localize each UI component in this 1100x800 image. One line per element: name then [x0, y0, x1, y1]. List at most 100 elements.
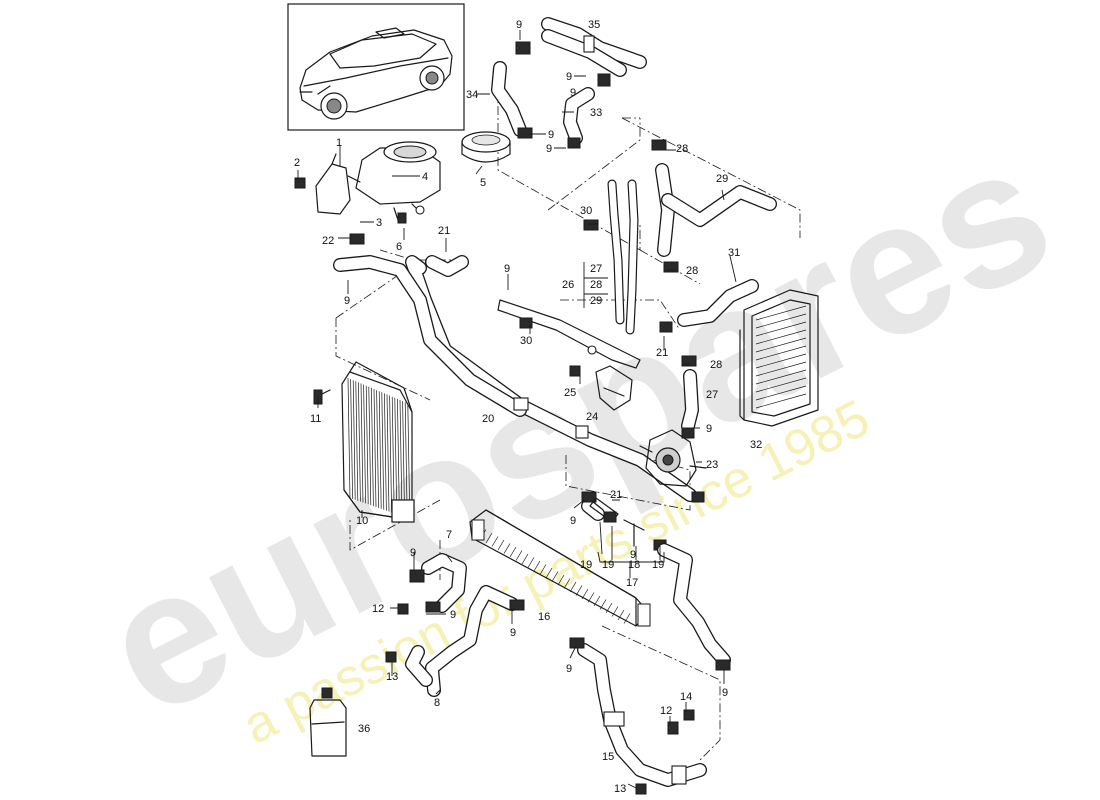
- fin-line: [358, 382, 361, 502]
- fin-line: [521, 553, 529, 565]
- callout-12b: 12: [660, 705, 672, 717]
- callout-9l: 9: [566, 663, 572, 675]
- fin-line: [376, 390, 379, 508]
- callout-25: 25: [564, 387, 576, 399]
- fin-line: [371, 387, 374, 507]
- fin-line: [378, 391, 382, 509]
- callout-9d: 9: [546, 143, 552, 155]
- callout-36: 36: [358, 723, 370, 735]
- fin-line: [352, 380, 356, 500]
- fin-line: [755, 385, 807, 401]
- callout-labels: 1 2 3 4 5 6 7 8 9 9 9 9 9 9 9 9 9 9 9 9 …: [294, 19, 762, 795]
- fin-line: [569, 581, 577, 593]
- callout-19a: 19: [602, 559, 614, 571]
- callout-9g: 9: [706, 423, 712, 435]
- fin-line: [503, 543, 511, 554]
- callout-31: 31: [728, 247, 740, 259]
- callout-19c: 19: [580, 559, 592, 571]
- fin-line: [755, 345, 807, 361]
- coolant-pipes: [333, 255, 697, 502]
- fin-line: [402, 401, 405, 517]
- callout-8: 8: [434, 697, 440, 709]
- fin-line: [384, 393, 387, 511]
- fin-line: [581, 588, 589, 600]
- callout-32: 32: [750, 439, 762, 451]
- callout-group-bracket: [583, 262, 665, 578]
- fin-line: [355, 381, 359, 501]
- fin-line: [575, 585, 583, 596]
- callout-27a: 27: [590, 263, 602, 275]
- callout-28b: 28: [676, 143, 688, 155]
- fin-line: [755, 369, 807, 385]
- callout-27b: 27: [706, 389, 718, 401]
- fin-line: [611, 606, 619, 617]
- callout-1: 1: [336, 137, 342, 149]
- fin-line: [360, 383, 364, 503]
- callout-7: 7: [446, 529, 452, 541]
- fin-line: [381, 392, 385, 510]
- callout-13a: 13: [386, 671, 398, 683]
- callout-21c: 21: [610, 489, 622, 501]
- aux-radiator: [739, 289, 819, 427]
- callout-30b: 30: [520, 335, 532, 347]
- callout-23: 23: [706, 459, 718, 471]
- fin-line: [755, 313, 807, 329]
- fin-line: [386, 394, 390, 512]
- fin-line: [545, 567, 553, 579]
- fin-line: [551, 571, 559, 582]
- callout-22: 22: [322, 235, 334, 247]
- fin-line: [755, 353, 807, 369]
- callout-28a: 28: [590, 279, 602, 291]
- callout-3: 3: [376, 217, 382, 229]
- vehicle-thumbnail: [287, 3, 465, 131]
- callout-24: 24: [586, 411, 598, 423]
- callout-9e: 9: [344, 295, 350, 307]
- coolant-bottle: [309, 687, 347, 757]
- fin-line: [515, 550, 523, 561]
- callout-14: 14: [680, 691, 692, 703]
- fin-line: [755, 305, 807, 321]
- fin-line: [755, 377, 807, 393]
- callout-33: 33: [590, 107, 602, 119]
- fin-line: [605, 602, 613, 614]
- callout-34: 34: [466, 89, 478, 101]
- callout-21a: 21: [438, 225, 450, 237]
- fin-line: [533, 560, 541, 572]
- callout-35: 35: [588, 19, 600, 31]
- fin-line: [391, 396, 395, 514]
- callout-9k: 9: [510, 627, 516, 639]
- callout-9o: 9: [630, 549, 636, 561]
- callout-13b: 13: [614, 783, 626, 795]
- fin-line: [563, 578, 571, 589]
- fin-line: [368, 386, 372, 506]
- fin-line: [593, 595, 601, 607]
- expansion-tank: [355, 141, 441, 221]
- callout-9f: 9: [504, 263, 510, 275]
- fin-line: [617, 609, 625, 621]
- fin-line: [485, 532, 493, 544]
- pipe-bracket: [497, 219, 641, 411]
- fin-line: [347, 377, 351, 499]
- fin-line: [491, 536, 499, 547]
- callout-11: 11: [310, 413, 321, 425]
- fin-line: [363, 384, 366, 504]
- fin-line: [599, 599, 607, 610]
- callout-29b: 29: [716, 173, 728, 185]
- callout-12a: 12: [372, 603, 384, 615]
- fin-line: [497, 539, 505, 551]
- callout-9j: 9: [450, 609, 456, 621]
- fin-line: [350, 379, 353, 499]
- callout-28d: 28: [710, 359, 722, 371]
- fin-line: [755, 361, 807, 377]
- callout-15: 15: [602, 751, 614, 763]
- callout-9i: 9: [410, 547, 416, 559]
- lower-hoses: [385, 543, 731, 795]
- callout-29a: 29: [590, 295, 602, 307]
- right-hoses: [607, 139, 777, 439]
- upper-hoses: [491, 17, 647, 149]
- fin-line: [755, 337, 807, 353]
- fin-line: [397, 398, 400, 516]
- tank-cap: [461, 131, 511, 163]
- callout-9a: 9: [516, 19, 522, 31]
